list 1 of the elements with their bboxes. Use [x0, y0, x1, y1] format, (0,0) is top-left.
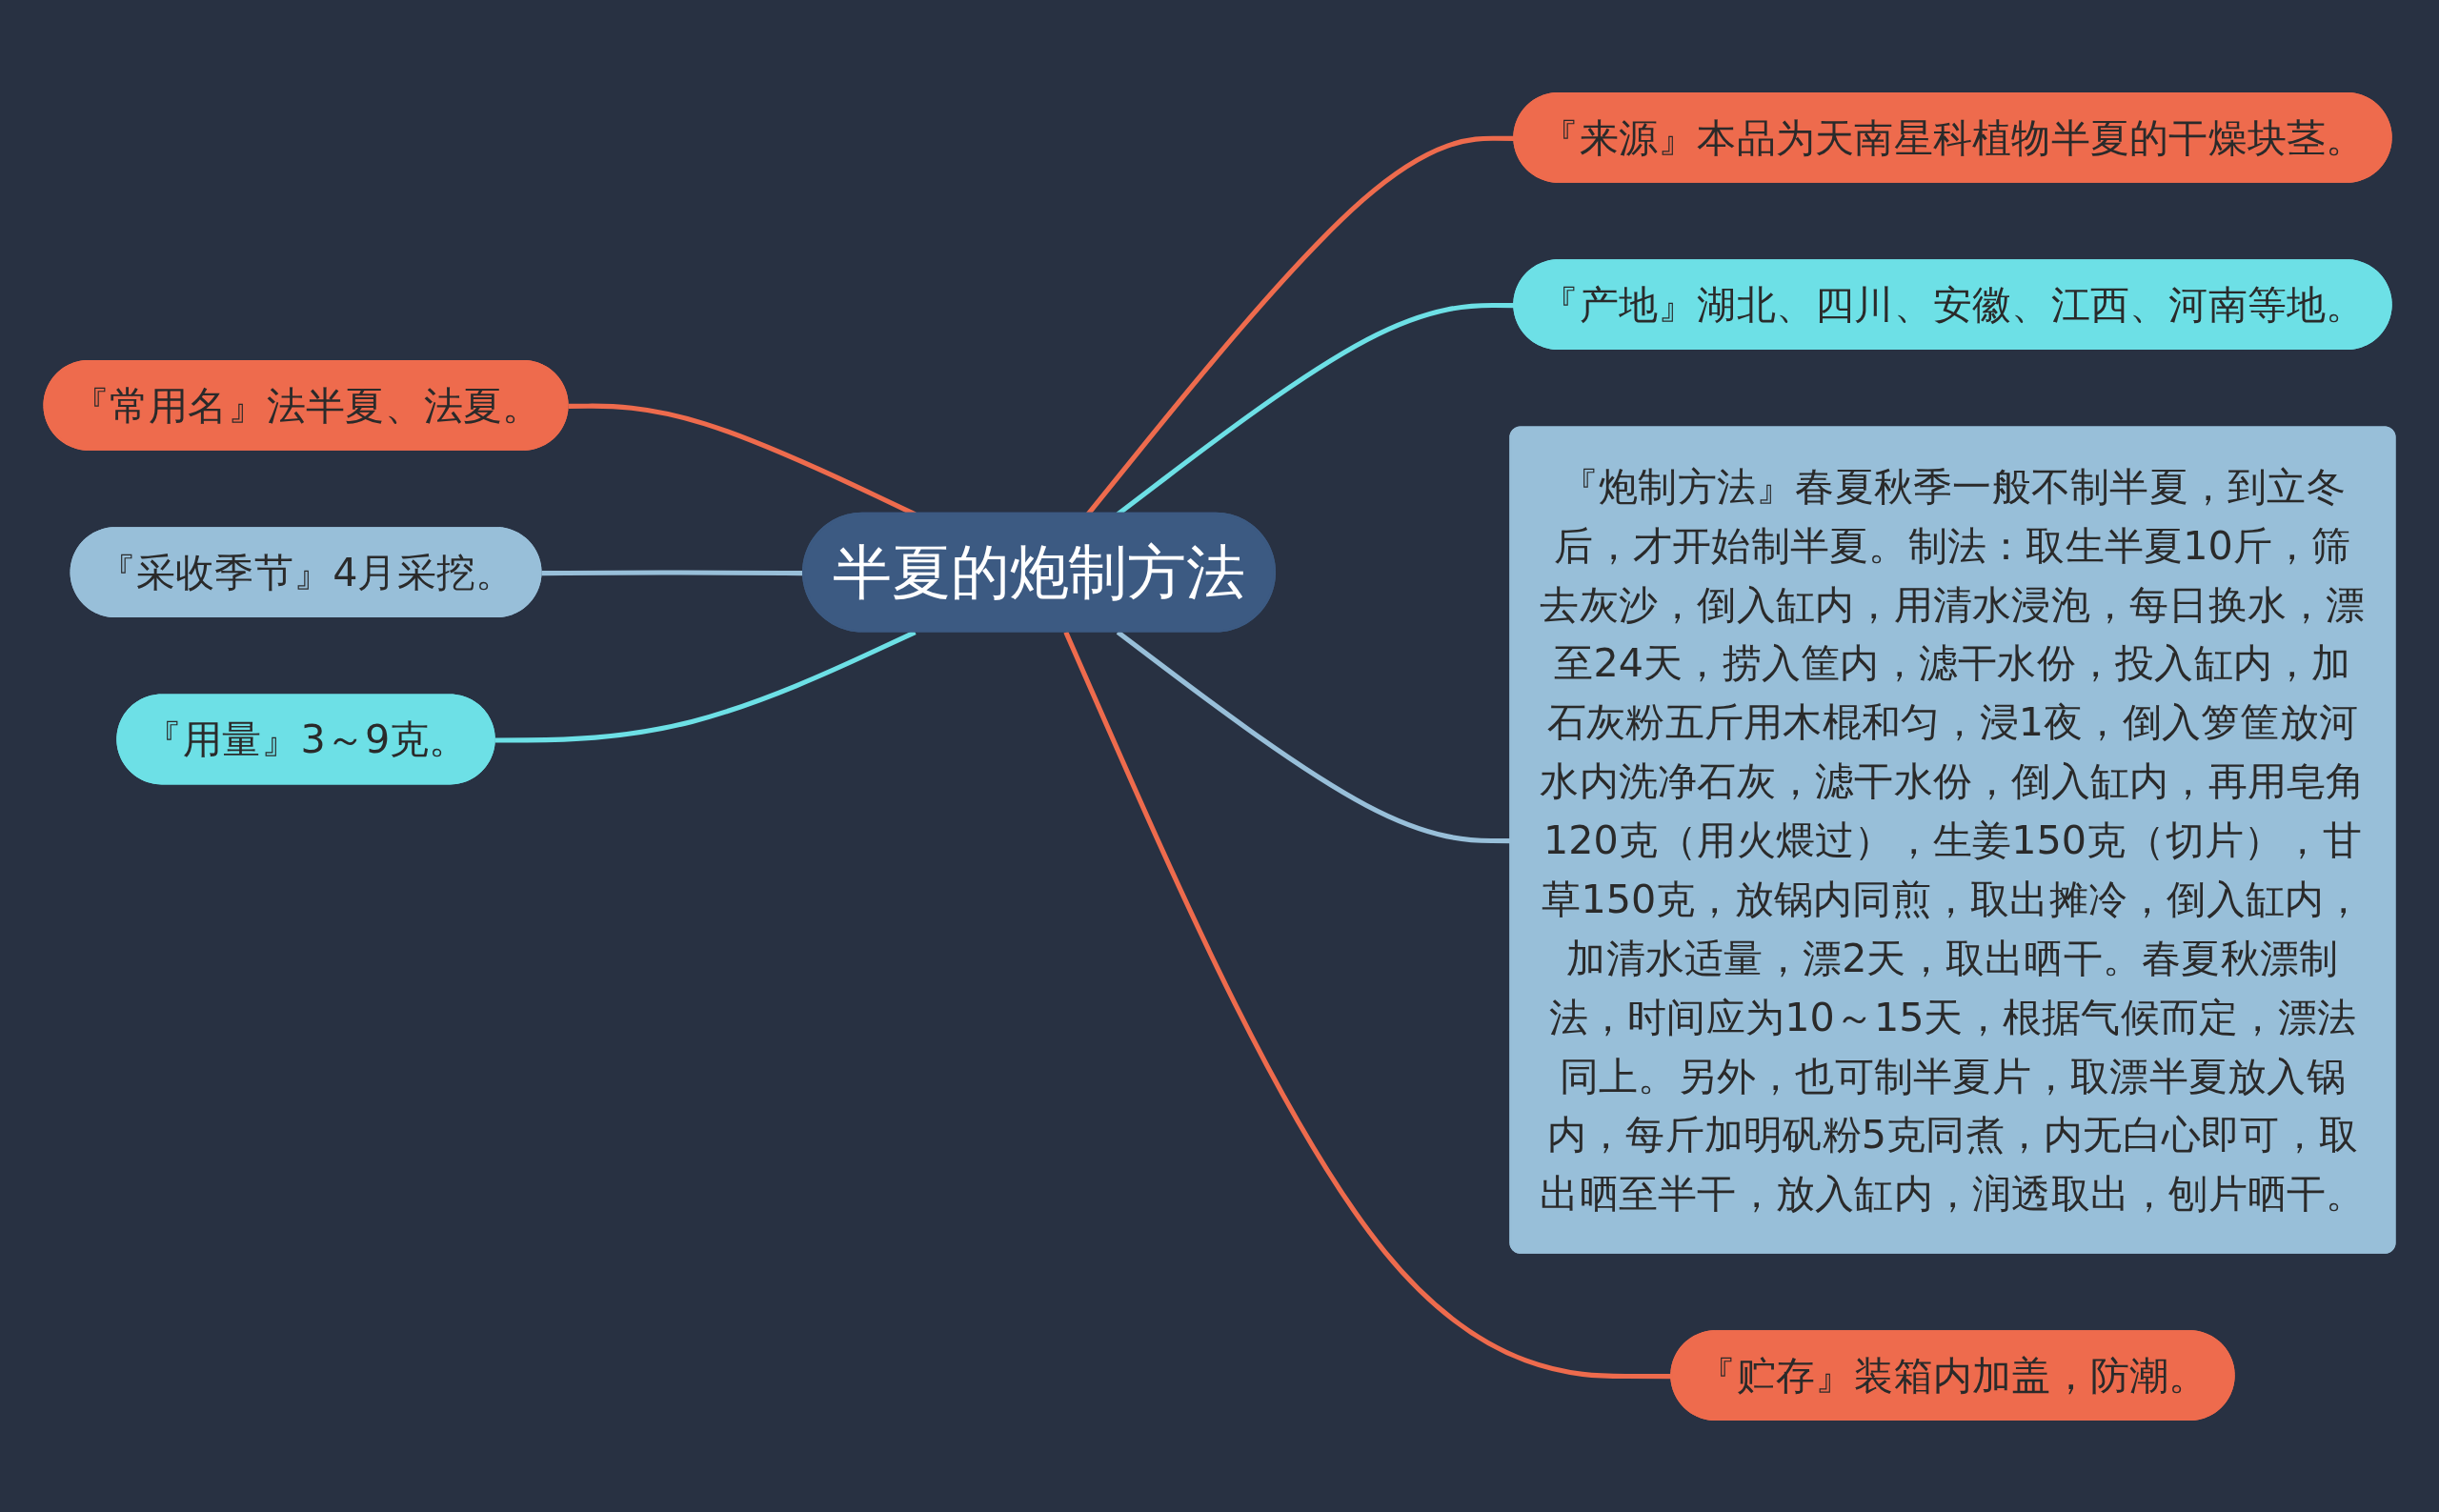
- connector: [1063, 631, 1673, 1379]
